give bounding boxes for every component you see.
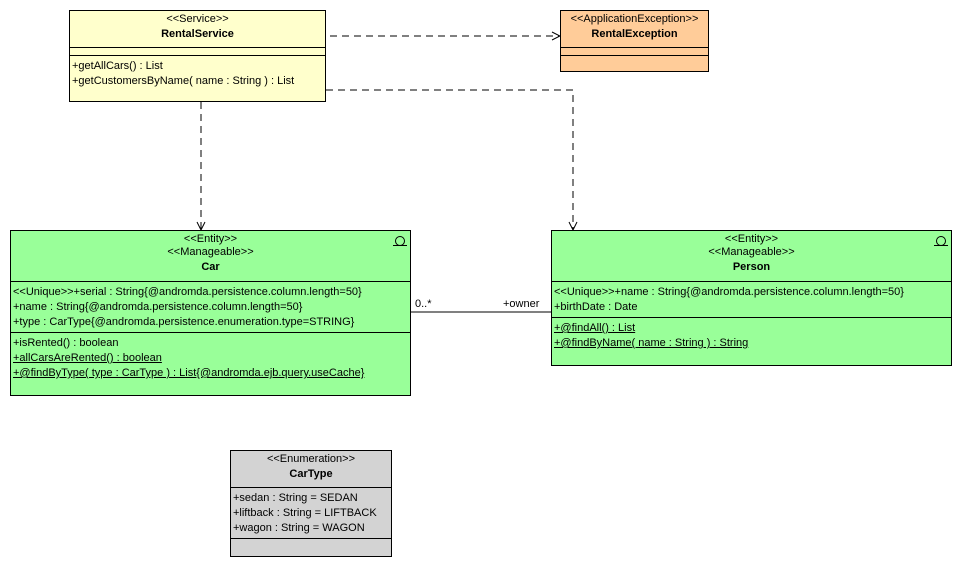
class-car-type[interactable]: <<Enumeration>> CarType +sedan : String … bbox=[230, 450, 392, 557]
attributes-section bbox=[561, 47, 708, 55]
entity-icon bbox=[934, 236, 948, 246]
class-name: Car bbox=[201, 261, 220, 273]
role-label: +owner bbox=[503, 298, 540, 310]
operation: +getAllCars() : List bbox=[72, 60, 163, 72]
class-name: Person bbox=[732, 261, 771, 273]
stereotype-label: <<Entity>> bbox=[724, 233, 779, 245]
multiplicity-label: 0..* bbox=[415, 298, 432, 310]
operations-section bbox=[231, 538, 391, 546]
class-rental-service[interactable]: <<Service>> RentalService +getAllCars() … bbox=[69, 10, 326, 102]
attributes-section: <<Unique>>+name : String{@andromda.persi… bbox=[552, 281, 951, 317]
enum-literal: +sedan : String = SEDAN bbox=[233, 492, 358, 504]
attribute: +birthDate : Date bbox=[554, 301, 638, 313]
operations-section: +isRented() : boolean +allCarsAreRented(… bbox=[11, 332, 410, 383]
attribute: +name : String{@andromda.persistence.col… bbox=[13, 301, 303, 313]
stereotype-label: <<Manageable>> bbox=[167, 246, 254, 258]
class-rental-exception[interactable]: <<ApplicationException>> RentalException bbox=[560, 10, 709, 72]
class-car[interactable]: <<Entity>> <<Manageable>> Car <<Unique>>… bbox=[10, 230, 411, 396]
operation: +allCarsAreRented() : boolean bbox=[13, 352, 162, 364]
stereotype-label: <<Service>> bbox=[166, 13, 229, 25]
enum-literal: +liftback : String = LIFTBACK bbox=[233, 507, 377, 519]
operations-section: +getAllCars() : List +getCustomersByName… bbox=[70, 55, 325, 91]
stereotype-label: <<Manageable>> bbox=[708, 246, 795, 258]
class-name: CarType bbox=[289, 468, 333, 480]
stereotype-label: <<ApplicationException>> bbox=[570, 13, 699, 25]
attribute: +type : CarType{@andromda.persistence.en… bbox=[13, 316, 355, 328]
operation: +getCustomersByName( name : String ) : L… bbox=[72, 75, 295, 87]
class-name: RentalService bbox=[161, 28, 234, 40]
stereotype-label: <<Enumeration>> bbox=[266, 453, 356, 465]
dependency-service-to-person bbox=[326, 89, 573, 230]
operations-section bbox=[561, 55, 708, 62]
stereotype-label: <<Entity>> bbox=[183, 233, 238, 245]
operation: +@findByType( type : CarType ) : List{@a… bbox=[13, 367, 365, 379]
attributes-section: <<Unique>>+serial : String{@andromda.per… bbox=[11, 281, 410, 332]
attribute: <<Unique>>+name : String{@andromda.persi… bbox=[554, 286, 904, 298]
operation: +isRented() : boolean bbox=[13, 337, 119, 349]
literals-section: +sedan : String = SEDAN +liftback : Stri… bbox=[231, 487, 391, 538]
class-name: RentalException bbox=[591, 28, 678, 40]
operation: +@findAll() : List bbox=[554, 322, 636, 334]
operations-section: +@findAll() : List +@findByName( name : … bbox=[552, 317, 951, 353]
entity-icon bbox=[393, 236, 407, 246]
class-person[interactable]: <<Entity>> <<Manageable>> Person <<Uniqu… bbox=[551, 230, 952, 366]
attribute: <<Unique>>+serial : String{@andromda.per… bbox=[13, 286, 362, 298]
enum-literal: +wagon : String = WAGON bbox=[233, 522, 365, 534]
attributes-section bbox=[70, 47, 325, 55]
operation: +@findByName( name : String ) : String bbox=[554, 337, 749, 349]
